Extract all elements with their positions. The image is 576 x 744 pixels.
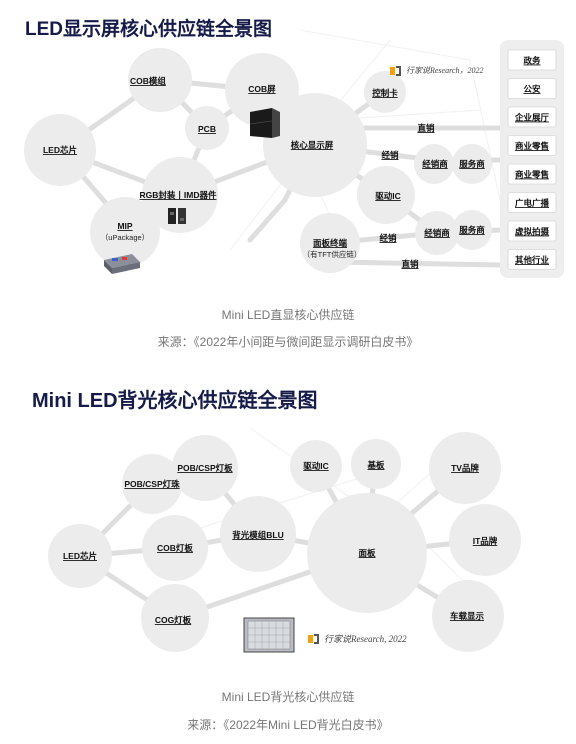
application-label: 其他行业 [515,255,550,265]
label2-auto-display: 车载显示 [450,611,485,621]
label2-led-chip: LED芯片 [63,551,97,561]
application-label: 企业展厅 [514,113,550,123]
application-label: 虚拟拍摄 [515,227,550,237]
node2-tv-brand [429,432,501,504]
label-cob-module: COB模组 [130,76,166,86]
node2-pob-csp-bead [122,454,182,514]
label-cob-screen: COB屏 [248,84,276,94]
label2-substrate: 基板 [366,460,385,470]
node-service-1 [452,144,492,184]
label-service-2: 服务商 [459,225,485,235]
node-core-display [263,93,367,197]
label-panel-terminal-sub: （有TFT供应链） [303,249,362,259]
node-distributor-2 [415,211,459,255]
label-panel-terminal: 面板终端 [313,238,348,248]
label2-cob-board: COB灯板 [157,543,193,553]
section2-watermark: 行家说Research, 2022 [308,632,407,645]
label2-cog-board: COG灯板 [155,615,192,625]
application-box [507,135,557,156]
label-driver-ic: 驱动IC [375,191,401,201]
application-label: 商业零售 [515,141,549,151]
node2-pob-csp-board [172,435,238,501]
backlight-module-icon [243,617,295,653]
cob-screen-device-icon [249,108,280,138]
label-mip-sub: （uPackage） [101,233,149,242]
node2-cog-board [141,584,209,652]
node-panel-terminal [300,213,360,273]
edge-label-direct-2: 直销 [401,259,419,269]
label-mip: MIP [117,221,132,231]
section1-caption-source: 来源：《2022年小间距与微间距显示调研白皮书》 [157,335,419,349]
node2-panel [307,493,427,613]
application-box [507,163,557,185]
brand-logo-icon-2 [308,633,320,644]
node-distributor-1 [414,144,454,184]
edge-label-distribution-2: 经销 [379,233,397,243]
label2-panel: 面板 [358,548,376,558]
mini-led-backlight-supply-chain-section: Mini LED背光核心供应链全景图 [0,378,576,744]
label2-pob-csp-bead: POB/CSP灯珠 [124,479,180,489]
led-display-supply-chain-diagram: LED芯片 COB模组 PCB COB屏 核心显示屏 控制卡 RGB封装丨IMD… [24,29,564,278]
label-control-card: 控制卡 [372,88,398,98]
label-distributor-1: 经销商 [422,159,448,169]
label-rgb-package: RGB封装丨IMD器件 [140,190,217,200]
node-service-2 [452,210,492,250]
application-label: 公安 [523,84,541,94]
node2-driver-ic [290,440,342,492]
led-display-supply-chain-section: LED显示屏核心供应链全景图 [0,0,576,365]
label-led-chip: LED芯片 [43,145,77,155]
label2-tv-brand: TV品牌 [451,463,479,473]
label2-blu: 背光模组BLU [232,530,283,540]
section1-watermark: 行家说Research，2022 [390,65,483,76]
node2-blu [220,496,296,572]
node-pcb [185,106,229,150]
diagram-nodes [24,48,492,273]
node2-substrate [351,439,401,489]
section1-watermark-text: 行家说Research，2022 [406,66,484,75]
application-box [507,106,557,128]
section1-caption-title: Mini LED直显核心供应链 [221,308,355,322]
application-box [507,192,557,213]
mip-package-icon [104,254,140,274]
node-mip [90,197,160,267]
label2-driver-ic: 驱动IC [303,461,329,471]
node-rgb-package [142,157,218,233]
edge-label-distribution-1: 经销 [381,150,399,160]
diagram-nodes-2 [48,432,521,652]
application-label: 广电广播 [515,198,550,208]
brand-logo-icon [390,65,402,76]
imd-device-icon [168,208,186,224]
label-core-display: 核心显示屏 [291,140,334,150]
application-label: 政务 [523,56,541,66]
edge-label-direct-1: 直销 [417,123,435,133]
node-control-card [364,71,406,113]
application-box [507,78,557,99]
label-service-1: 服务商 [459,159,485,169]
section2-title: Mini LED背光核心供应链全景图 [32,390,318,412]
node2-led-chip [48,524,112,588]
label2-it-brand: IT品牌 [473,536,498,546]
label-distributor-2: 经销商 [424,228,450,238]
label2-pob-csp-board: POB/CSP灯板 [177,463,233,473]
node2-cob-board [142,515,208,581]
node-led-chip [24,114,96,186]
application-box [507,249,557,270]
application-box [507,220,557,242]
mini-led-backlight-supply-chain-diagram: LED芯片 POB/CSP灯珠 POB/CSP灯板 COB灯板 COG灯板 背光… [48,427,521,653]
node2-auto-display [432,580,504,652]
application-box [507,49,557,71]
node2-it-brand [449,504,521,576]
section2-caption-title: Mini LED背光核心供应链 [221,690,355,704]
node-cob-module [128,48,192,112]
application-label: 商业零售 [515,170,549,180]
node-driver-ic [357,166,415,224]
label-pcb: PCB [198,124,216,134]
section2-caption-source: 来源：《2022年Mini LED背光白皮书》 [187,718,389,732]
section2-watermark-text: 行家说Research, 2022 [324,634,407,644]
section1-title: LED显示屏核心供应链全景图 [25,19,273,40]
